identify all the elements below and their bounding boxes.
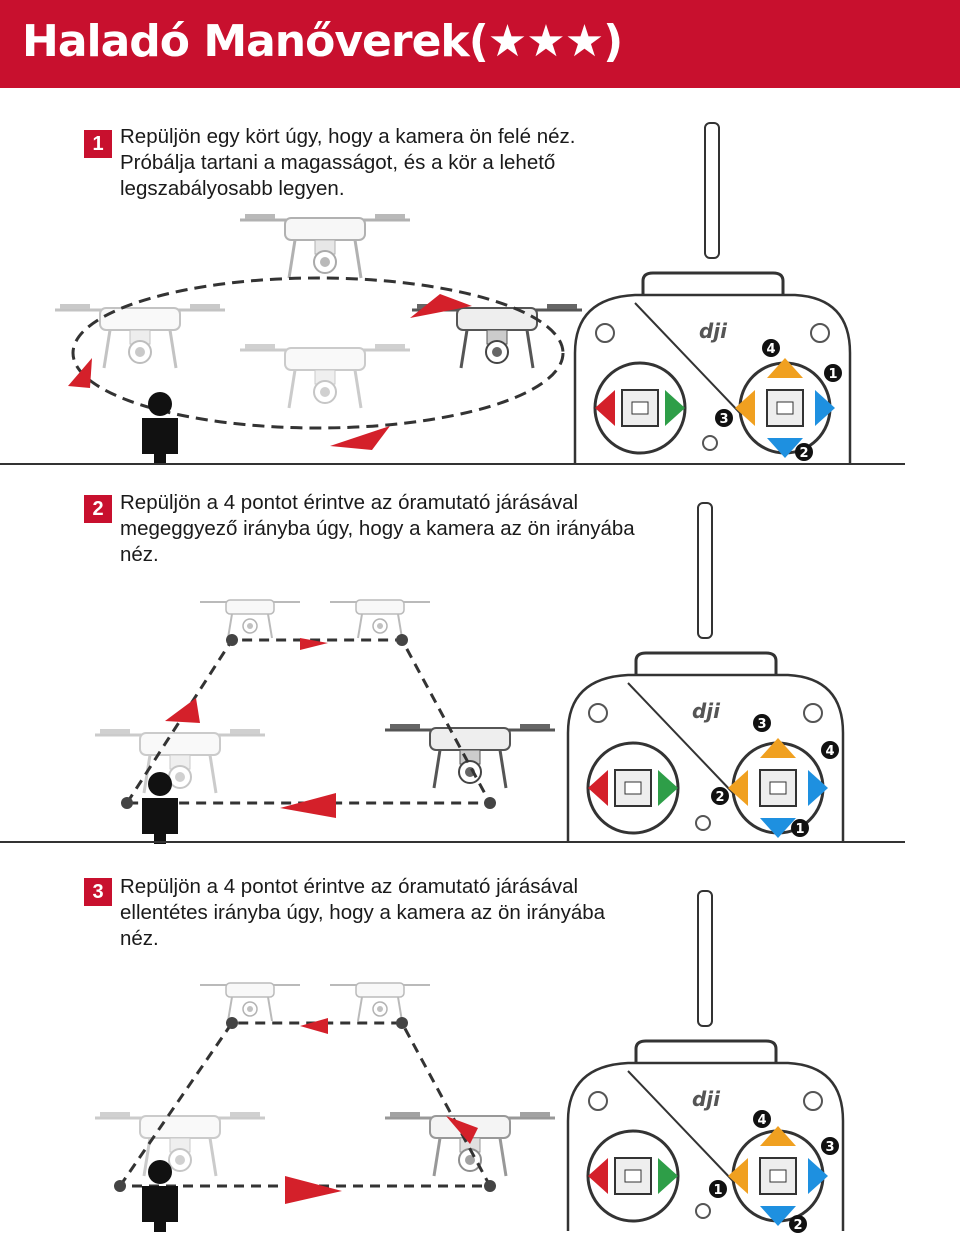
marker-right: 4: [825, 744, 834, 759]
direction-arrow: [410, 294, 472, 318]
page-title: Haladó Manőverek(★★★): [22, 16, 623, 67]
section-2: 2 Repüljön a 4 pontot érintve az óramuta…: [0, 468, 960, 846]
step-number: 2: [84, 495, 112, 523]
step-number: 3: [84, 878, 112, 906]
person-icon: [142, 392, 178, 464]
direction-arrow: [300, 638, 328, 650]
marker-left: 3: [719, 412, 728, 427]
remote-controller: [573, 121, 852, 465]
marker-right: 3: [825, 1140, 834, 1155]
drone-icon: [238, 212, 412, 280]
drone-icon: [199, 982, 301, 1022]
direction-arrow: [165, 698, 200, 723]
marker-right: 1: [828, 367, 837, 382]
section-3: 3 Repüljön a 4 pontot érintve az óramuta…: [0, 846, 960, 1248]
controller-markers: 4 3 1 2: [709, 1110, 839, 1233]
marker-left: 2: [715, 790, 724, 805]
header-bar: Haladó Manőverek(★★★): [0, 0, 960, 88]
controller-markers: 3 4 2 1: [711, 714, 839, 837]
drone-icon: [329, 599, 431, 639]
square-cw-illustration: 3 4 2 1: [0, 501, 905, 845]
direction-arrow: [285, 1176, 342, 1204]
marker-bottom: 2: [793, 1218, 802, 1233]
marker-bottom: 2: [799, 446, 808, 461]
direction-arrow: [446, 1116, 478, 1144]
circle-maneuver-illustration: 4 1 3 2: [0, 121, 905, 465]
direction-arrow: [68, 358, 92, 388]
drone-icon: [329, 982, 431, 1022]
marker-left: 1: [713, 1183, 722, 1198]
section-1: 1 Repüljön egy kört úgy, hogy a kamera ö…: [0, 88, 960, 468]
marker-top: 3: [757, 717, 766, 732]
flight-path: [71, 276, 565, 430]
person-icon: [142, 1160, 178, 1232]
direction-arrow: [330, 426, 390, 450]
step-text: Repüljön a 4 pontot érintve az óramutató…: [120, 875, 606, 950]
marker-bottom: 1: [795, 822, 804, 837]
step-text: Repüljön egy kört úgy, hogy a kamera ön …: [120, 125, 576, 200]
drone-icon: [410, 302, 584, 370]
step-text: Repüljön a 4 pontot érintve az óramutató…: [120, 491, 635, 566]
square-ccw-illustration: 4 3 1 2: [93, 889, 845, 1233]
remote-controller: [566, 501, 845, 845]
marker-top: 4: [757, 1113, 766, 1128]
drone-icon: [199, 599, 301, 639]
direction-arrow: [280, 793, 336, 818]
controller-markers: 4 1 3 2: [715, 339, 842, 461]
marker-top: 4: [766, 342, 775, 357]
direction-arrow: [300, 1018, 328, 1034]
drone-icon: [93, 727, 267, 795]
drone-icon: [383, 722, 557, 790]
remote-controller: [566, 889, 845, 1233]
drone-icon: [93, 1110, 267, 1178]
step-number: 1: [84, 130, 112, 158]
drone-icon: [238, 342, 412, 410]
